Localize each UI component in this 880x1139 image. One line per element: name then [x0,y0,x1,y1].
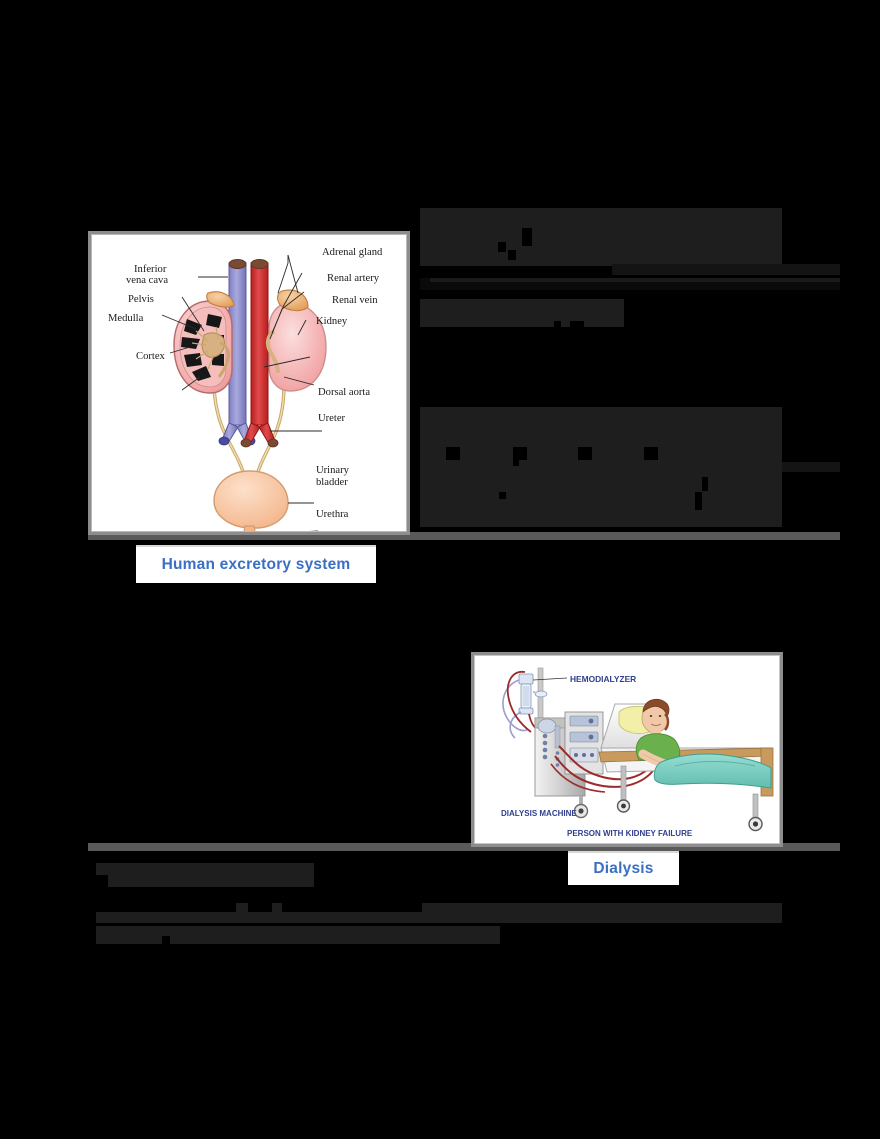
redaction-glyph [508,250,516,260]
redaction-glyph [578,447,592,460]
redaction-glyph [430,278,840,282]
label-inferior-line2: vena cava [126,275,168,286]
caption-excretory-text: Human excretory system [161,556,351,573]
label-dialysis-machine: DIALYSIS MACHINE [501,809,577,818]
page-rule-under-body [88,532,840,540]
redaction-glyph [570,321,584,327]
figure-dialysis-frame: HEMODIALYZER DIALYSIS MACHINE PERSON WIT… [474,655,780,844]
redaction-glyph [522,228,532,246]
label-cortex: Cortex [136,351,166,362]
redaction-glyph [498,242,506,252]
label-person-with-kidney-failure: PERSON WITH KIDNEY FAILURE [567,829,693,838]
redaction-glyph [96,875,108,887]
obscured-heading-block-top [420,208,782,266]
obscured-subheading-bottom-left [96,863,314,887]
figure-excretory-frame: Adrenal gland Inferior vena cava Renal a… [91,234,407,532]
obscured-text-line-right-1 [612,264,840,275]
dialysis-illustration: HEMODIALYZER DIALYSIS MACHINE PERSON WIT… [475,656,779,843]
label-medulla: Medulla [108,313,144,324]
label-adrenal-gland: Adrenal gland [322,247,383,258]
obscured-body-line-bottom-2 [96,926,500,944]
redaction-glyph [248,903,272,912]
redaction-glyph [446,447,460,460]
redaction-glyph [499,492,506,499]
label-urinary-line2: bladder [316,477,348,488]
label-renal-artery: Renal artery [327,273,380,284]
label-renal-vein: Renal vein [332,295,378,306]
redaction-glyph [96,903,236,912]
label-inferior-line1: Inferior [134,264,167,275]
redaction-glyph [644,447,658,460]
obscured-text-line-right-2 [420,278,840,290]
label-urinary-line1: Urinary [316,465,350,476]
caption-human-excretory-system: Human excretory system [136,545,376,583]
label-dorsal-aorta: Dorsal aorta [318,387,370,398]
redaction-glyph [513,447,527,460]
obscured-body-line-bottom-1 [96,903,782,923]
label-kidney: Kidney [316,316,348,327]
redaction-glyph [702,477,708,491]
redaction-glyph [695,492,702,510]
figure-human-excretory-system: Adrenal gland Inferior vena cava Renal a… [88,231,410,535]
redaction-glyph [162,936,170,944]
label-urethra: Urethra [316,509,349,520]
caption-dialysis-text: Dialysis [593,860,654,877]
obscured-body-line-right-edge [782,462,840,472]
label-hemodialyzer: HEMODIALYZER [570,674,636,684]
label-ureter: Ureter [318,413,346,424]
redaction-glyph [554,321,561,327]
redaction-glyph [282,903,422,912]
page-rule-under-dialysis [88,843,840,851]
obscured-body-block-large [420,407,782,527]
caption-dialysis: Dialysis [568,851,679,885]
label-pelvis: Pelvis [128,294,154,305]
redaction-glyph [513,460,519,466]
human-excretory-system-illustration: Adrenal gland Inferior vena cava Renal a… [92,235,406,531]
figure-dialysis: HEMODIALYZER DIALYSIS MACHINE PERSON WIT… [471,652,783,847]
obscured-subheading-block [420,299,624,327]
